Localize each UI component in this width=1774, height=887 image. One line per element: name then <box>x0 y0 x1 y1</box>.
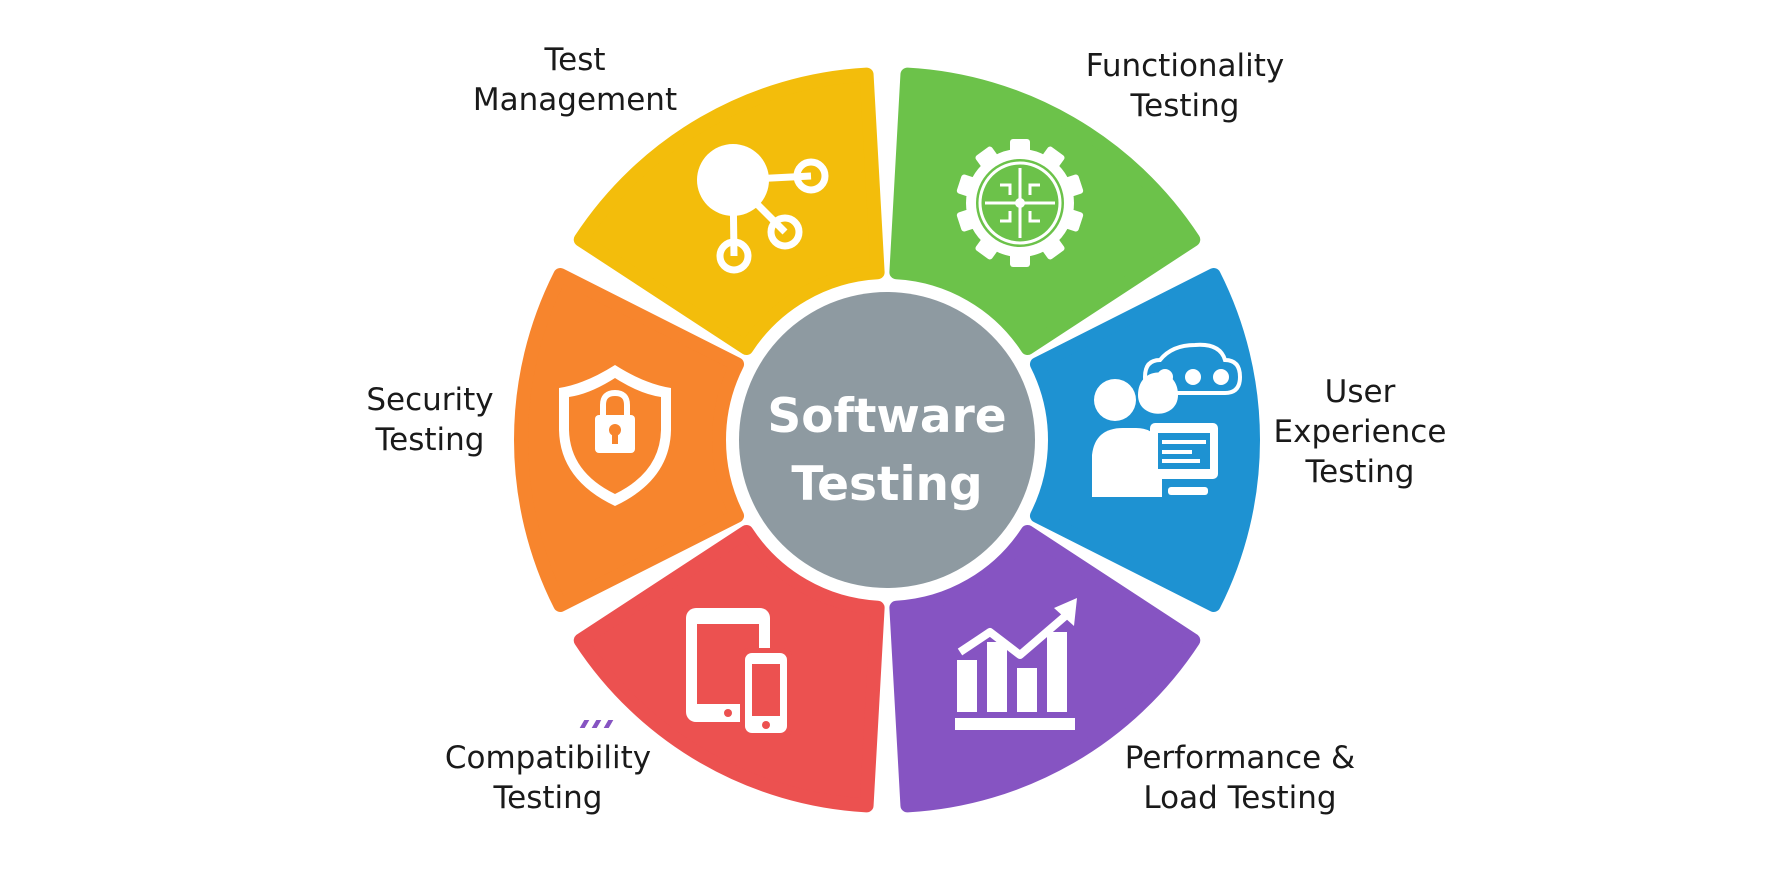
label-user-experience-testing: User Experience Testing <box>1240 372 1480 492</box>
label-compatibility-testing-line2: Testing <box>493 780 603 816</box>
hub-title-line1: Software <box>767 389 1006 444</box>
gear-circuit-icon <box>956 139 1084 267</box>
label-user-experience-testing-line1: User <box>1324 374 1396 410</box>
shield-lock-icon <box>559 365 671 506</box>
label-functionality-testing-line2: Testing <box>1130 88 1240 124</box>
label-functionality-testing: Functionality Testing <box>1060 46 1310 126</box>
label-test-management-line1: Test <box>544 42 606 78</box>
label-test-management: Test Management <box>440 40 710 120</box>
label-compatibility-testing-line1: Compatibility <box>444 740 652 776</box>
network-nodes-icon <box>697 144 829 274</box>
label-performance-load-testing: Performance & Load Testing <box>1110 738 1370 818</box>
label-test-management-line2: Management <box>472 82 678 118</box>
label-performance-load-testing-line2: Load Testing <box>1143 780 1337 816</box>
label-security-testing-line2: Testing <box>375 422 485 458</box>
hub-title-line2: Testing <box>791 457 982 512</box>
label-functionality-testing-line1: Functionality <box>1085 48 1285 84</box>
label-security-testing-line1: Security <box>366 382 494 418</box>
label-user-experience-testing-line3: Testing <box>1305 454 1415 490</box>
chart-growth-icon <box>579 598 1077 730</box>
hub-circle <box>739 292 1035 588</box>
label-compatibility-testing: Compatibility Testing <box>423 738 673 818</box>
segment-performance-load-testing <box>889 524 1201 813</box>
user-computer-feedback-icon <box>1092 342 1243 497</box>
label-performance-load-testing-line1: Performance & <box>1124 740 1356 776</box>
label-user-experience-testing-line2: Experience <box>1273 414 1447 450</box>
tablet-phone-icon <box>686 608 792 738</box>
label-security-testing: Security Testing <box>330 380 530 460</box>
